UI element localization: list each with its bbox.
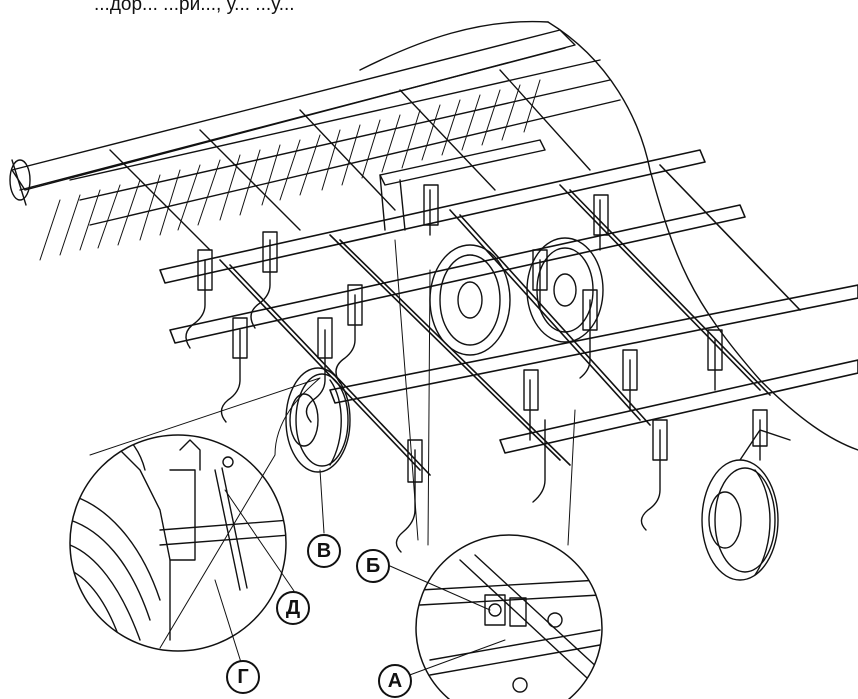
callout-a: А <box>378 664 412 698</box>
leader-lines <box>214 469 506 681</box>
sheet-outline <box>547 21 858 451</box>
right-magnifier <box>415 534 603 699</box>
left-gauge-wheel <box>285 367 351 473</box>
left-magnifier <box>69 434 287 652</box>
rear-roller <box>9 29 576 206</box>
harrow-tines <box>39 79 541 261</box>
callout-b: Б <box>356 549 390 583</box>
callout-d: Д <box>276 591 310 625</box>
callout-v: В <box>307 534 341 568</box>
right-gauge-wheel <box>701 429 791 581</box>
main-frame <box>159 149 858 476</box>
center-wheels <box>429 237 604 356</box>
top-caption-text: ...дор... ...ри..., у... ...у... <box>94 0 295 15</box>
callout-g: Г <box>226 660 260 694</box>
magnifier-cone-left <box>89 377 321 649</box>
magnifier-cone-right <box>394 239 576 546</box>
